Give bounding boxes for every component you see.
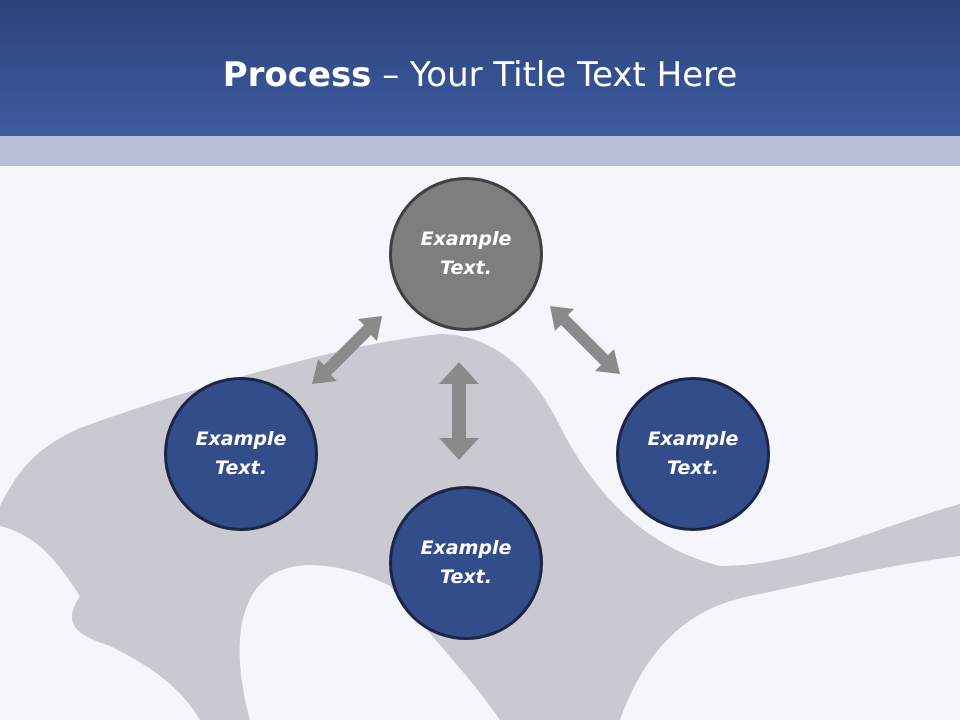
page-title: Process – Your Title Text Here [0, 50, 960, 100]
title-rest: – Your Title Text Here [371, 55, 738, 95]
node-left-line1: Example [195, 428, 287, 450]
double-arrow-vertical-icon [439, 362, 479, 460]
title-bar [0, 0, 960, 136]
title-bold: Process [222, 55, 372, 95]
node-left-line2: Text. [215, 457, 267, 479]
double-arrow-left-icon [312, 316, 382, 384]
node-right-line2: Text. [667, 457, 719, 479]
node-bottom-line1: Example [420, 537, 512, 559]
node-bottom-line2: Text. [440, 566, 492, 588]
header-band [0, 136, 960, 166]
node-right-line1: Example [647, 428, 739, 450]
node-top-line1: Example [420, 228, 512, 250]
node-top-line2: Text. [440, 257, 492, 279]
double-arrow-right-icon [550, 306, 620, 374]
